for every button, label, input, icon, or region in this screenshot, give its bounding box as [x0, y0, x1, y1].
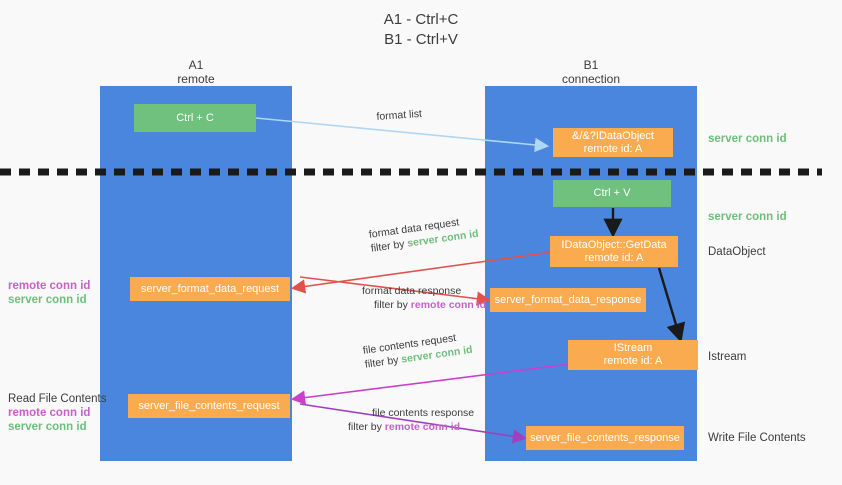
- label-format-server-conn-id: server conn id: [8, 294, 87, 306]
- node-ctrl-v[interactable]: Ctrl + V: [553, 180, 671, 207]
- node-server-file-contents-request[interactable]: server_file_contents_request: [128, 394, 290, 418]
- label-read-file-contents: Read File Contents: [8, 393, 107, 405]
- node-server-format-data-request-label: server_format_data_request: [140, 282, 280, 295]
- node-server-file-contents-request-label: server_file_contents_request: [138, 399, 280, 412]
- node-set-idataobject-label: &/&?IDataObject: [572, 129, 654, 142]
- label-server-conn-id-top: server conn id: [708, 133, 787, 145]
- node-istream-remote-id: remote id: A: [603, 355, 663, 367]
- edge-label-file-contents-response-line2: filter by remote conn id: [348, 420, 474, 434]
- label-format-remote-conn-id: remote conn id: [8, 280, 91, 292]
- column-header-a1-name: A1: [188, 58, 204, 72]
- column-header-b1-name: B1: [583, 58, 599, 72]
- node-idataobject-getdata-remote-id: remote id: A: [584, 251, 644, 264]
- edge-label-format-list-text: format list: [376, 107, 423, 123]
- label-read-file-contents-group: Read File Contents remote conn id server…: [8, 392, 106, 434]
- node-server-format-data-response[interactable]: server_format_data_response: [490, 288, 646, 312]
- column-header-b1-sub: connection: [561, 72, 621, 86]
- label-server-conn-id-second: server conn id: [708, 211, 787, 223]
- label-file-server-conn-id: server conn id: [8, 421, 87, 433]
- node-ctrl-c[interactable]: Ctrl + C: [134, 104, 256, 132]
- edge-label-file-contents-response-highlight: remote conn id: [384, 421, 461, 433]
- edge-label-format-data-response-prefix: filter by: [374, 299, 411, 311]
- node-istream-label: IStream: [613, 342, 653, 354]
- node-istream[interactable]: IStream remote id: A: [568, 340, 698, 370]
- node-server-format-data-request[interactable]: server_format_data_request: [130, 277, 290, 301]
- edge-label-format-data-request-prefix: filter by: [370, 237, 409, 255]
- page-title: A1 - Ctrl+C B1 - Ctrl+V: [0, 10, 842, 50]
- node-server-format-data-response-label: server_format_data_response: [494, 293, 642, 306]
- node-server-file-contents-response[interactable]: server_file_contents_response: [526, 426, 684, 450]
- edge-label-file-contents-request: file contents request filter by server c…: [362, 329, 473, 372]
- edge-label-file-contents-response-line1: file contents response: [372, 407, 475, 419]
- column-header-b1: B1 connection: [485, 58, 697, 86]
- edge-label-format-data-response-line1: format data response: [362, 285, 462, 297]
- node-set-idataobject[interactable]: &/&?IDataObject remote id: A: [553, 128, 673, 157]
- node-idataobject-getdata[interactable]: IDataObject::GetData remote id: A: [550, 236, 678, 267]
- label-write-file-contents: Write File Contents: [708, 432, 806, 444]
- node-set-idataobject-remote-id: remote id: A: [583, 142, 643, 155]
- label-file-remote-conn-id: remote conn id: [8, 407, 91, 419]
- node-idataobject-getdata-label: IDataObject::GetData: [561, 238, 667, 251]
- node-ctrl-c-label: Ctrl + C: [176, 111, 214, 124]
- column-header-a1-sub: remote: [177, 72, 215, 86]
- node-ctrl-v-label: Ctrl + V: [593, 187, 631, 199]
- edge-label-format-list: format list: [376, 107, 422, 124]
- edge-label-format-data-response-highlight: remote conn id: [410, 299, 487, 311]
- edge-label-format-data-response-line2: filter by remote conn id: [362, 298, 486, 312]
- title-line-2: B1 - Ctrl+V: [384, 31, 458, 48]
- label-data-object: DataObject: [708, 246, 766, 258]
- edge-label-format-data-request: format data request filter by server con…: [368, 213, 479, 256]
- title-line-1: A1 - Ctrl+C: [383, 11, 459, 28]
- column-header-a1: A1 remote: [100, 58, 292, 86]
- edge-label-format-data-response: format data response filter by remote co…: [362, 284, 486, 312]
- edge-label-file-contents-request-prefix: filter by: [364, 353, 403, 371]
- node-server-file-contents-response-label: server_file_contents_response: [530, 431, 680, 444]
- label-istream: Istream: [708, 351, 747, 363]
- edge-label-file-contents-response: file contents response filter by remote …: [348, 406, 474, 434]
- edge-label-file-contents-response-prefix: filter by: [348, 421, 385, 433]
- label-format-conn-stack: remote conn id server conn id: [8, 279, 90, 307]
